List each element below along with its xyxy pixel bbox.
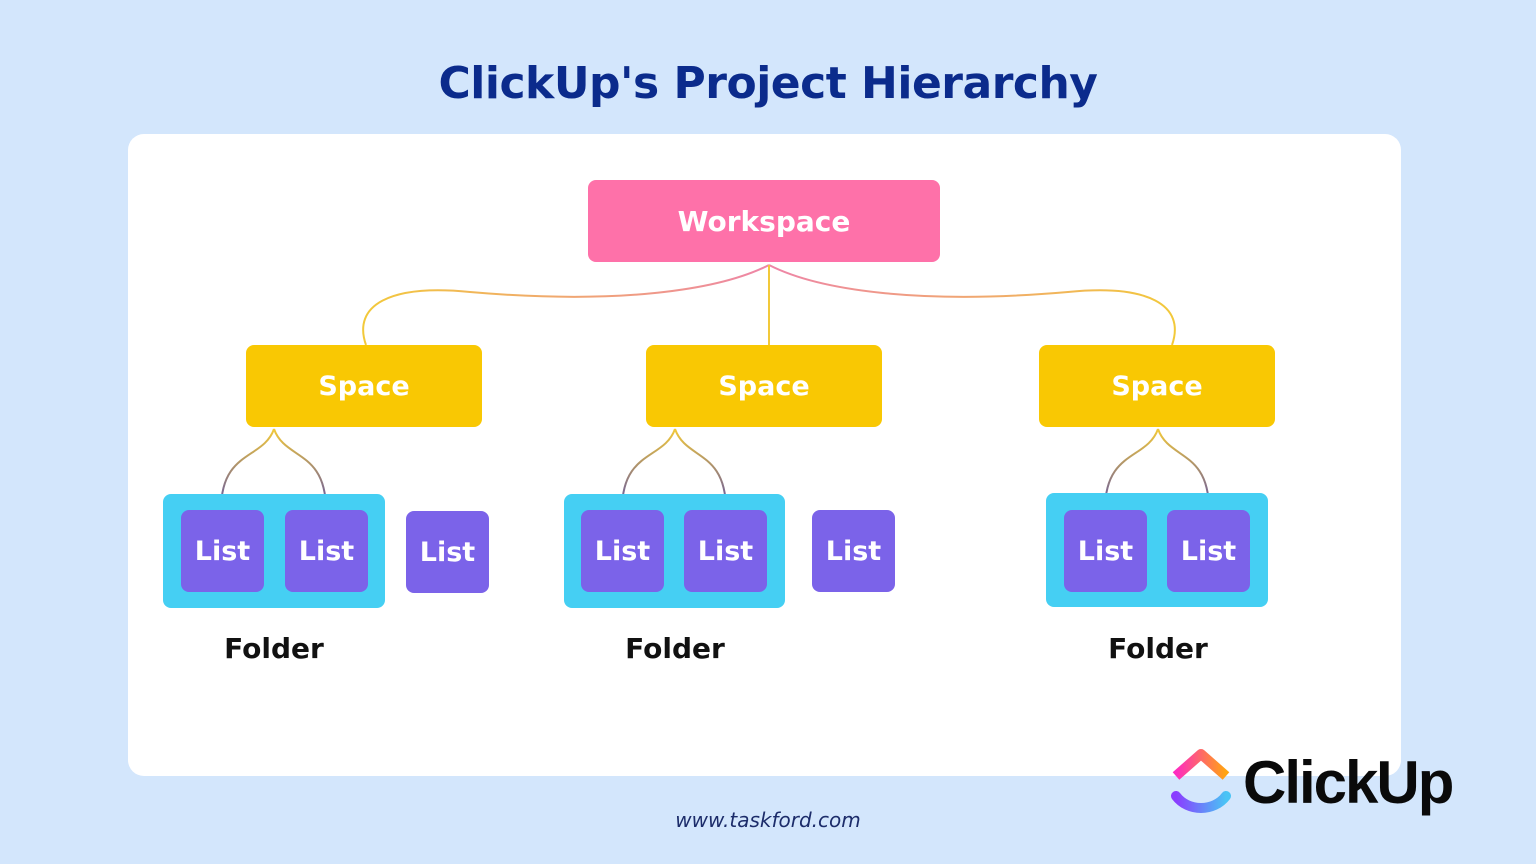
list-node: List <box>1167 510 1250 592</box>
connector-workspace-space-1 <box>362 264 770 346</box>
connector-workspace-space-3 <box>768 264 1176 346</box>
list-node: List <box>181 510 264 592</box>
workspace-node: Workspace <box>588 180 940 262</box>
folder-label-1: Folder <box>224 632 324 665</box>
folder-label-3: Folder <box>1108 632 1208 665</box>
clickup-logo-icon <box>1171 749 1231 813</box>
list-node: List <box>684 510 767 592</box>
space-node-1: Space <box>246 345 482 427</box>
space-node-2: Space <box>646 345 882 427</box>
list-node: List <box>581 510 664 592</box>
list-node: List <box>285 510 368 592</box>
space-node-3: Space <box>1039 345 1275 427</box>
page-title: ClickUp's Project Hierarchy <box>438 58 1098 109</box>
clickup-logo-text: ClickUp <box>1243 749 1454 816</box>
folder-label-2: Folder <box>625 632 725 665</box>
list-node: List <box>406 511 489 593</box>
footer-url: www.taskford.com <box>675 808 861 832</box>
list-node: List <box>812 510 895 592</box>
list-node: List <box>1064 510 1147 592</box>
